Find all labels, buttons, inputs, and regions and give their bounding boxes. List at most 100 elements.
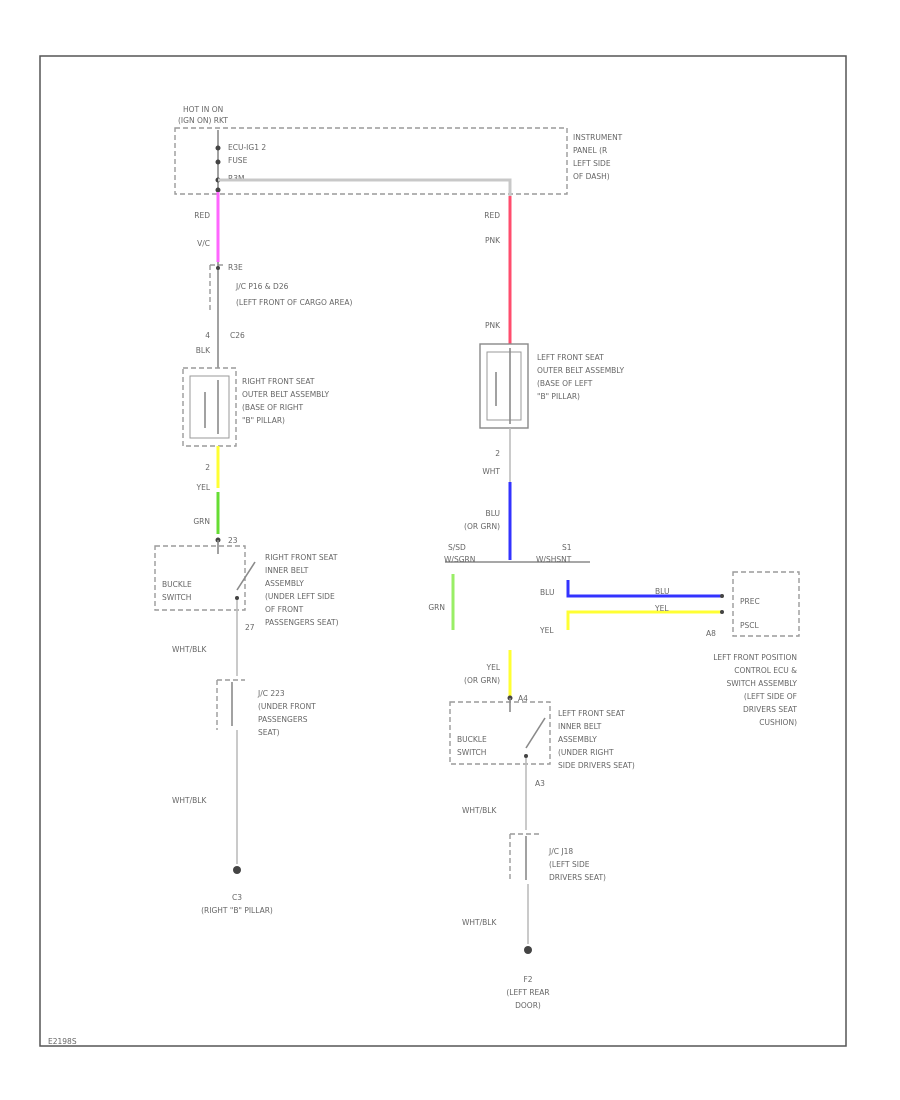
svg-text:LEFT FRONT SEAT: LEFT FRONT SEAT: [558, 709, 625, 718]
rfi-switch-arm: [236, 561, 256, 591]
ground-c3-icon: [233, 866, 241, 874]
pnk-label-1: PNK: [485, 236, 501, 245]
svg-text:LEFT FRONT SEAT: LEFT FRONT SEAT: [537, 353, 604, 362]
svg-text:INNER BELT: INNER BELT: [265, 566, 309, 575]
hot-sublabel: (IGN ON) RKT: [178, 116, 228, 125]
svg-text:SWITCH: SWITCH: [162, 593, 191, 602]
or-grn-label-2: (OR GRN): [464, 676, 500, 685]
svg-text:(LEFT REAR: (LEFT REAR: [506, 988, 549, 997]
svg-text:ASSEMBLY: ASSEMBLY: [265, 579, 304, 588]
ecu-connector-a8: A8: [706, 629, 716, 638]
wht-blk-label-4: WHT/BLK: [462, 918, 497, 927]
jc-p16-node: [216, 266, 220, 270]
pin-2b: 2: [495, 449, 500, 458]
svg-text:OF FRONT: OF FRONT: [265, 605, 304, 614]
svg-text:SIDE DRIVERS SEAT): SIDE DRIVERS SEAT): [558, 761, 635, 770]
ecu-pin-node-2: [720, 610, 724, 614]
grn-label-right: GRN: [428, 603, 445, 612]
wht-blk-label-3: WHT/BLK: [462, 806, 497, 815]
fuse-label: FUSE: [228, 156, 248, 165]
svg-text:"B" PILLAR): "B" PILLAR): [537, 392, 580, 401]
instrument-bus-wire: [218, 178, 512, 196]
jcj18-label: J/C J18 (LEFT SIDE DRIVERS SEAT): [548, 847, 606, 882]
svg-text:DRIVERS SEAT: DRIVERS SEAT: [743, 705, 797, 714]
svg-text:SEAT): SEAT): [258, 728, 280, 737]
svg-text:(UNDER LEFT SIDE: (UNDER LEFT SIDE: [265, 592, 335, 601]
ground-f2-id: F2: [523, 975, 532, 984]
svg-text:OF DASH): OF DASH): [573, 172, 610, 181]
lfi-label: LEFT FRONT SEAT INNER BELT ASSEMBLY (UND…: [558, 709, 635, 770]
ecu-pin-presc: PREC: [740, 597, 760, 606]
c26-label: C26: [230, 331, 245, 340]
grn-label: GRN: [193, 517, 210, 526]
pin-4: 4: [205, 331, 210, 340]
yel-label: YEL: [196, 483, 211, 492]
rfo-label: RIGHT FRONT SEAT OUTER BELT ASSEMBLY (BA…: [242, 377, 329, 425]
ecu-pin-node-1: [720, 594, 724, 598]
jcj18-box: [509, 833, 540, 882]
jc223-label: J/C 223 (UNDER FRONT PASSENGERS SEAT): [257, 689, 316, 737]
hot-label: HOT IN ON: [183, 105, 223, 114]
or-grn-label: (OR GRN): [464, 522, 500, 531]
vc-label: V/C: [197, 239, 210, 248]
fuse-node-mid: [215, 159, 221, 165]
buckle-switch-left-label: BUCKLE SWITCH: [162, 580, 192, 602]
blu-ecu-wire: [566, 580, 722, 598]
rfo-inner: [189, 375, 230, 439]
wht-label: WHT: [482, 467, 500, 476]
svg-text:RIGHT FRONT SEAT: RIGHT FRONT SEAT: [242, 377, 315, 386]
svg-text:(UNDER FRONT: (UNDER FRONT: [258, 702, 316, 711]
svg-text:CONTROL ECU &: CONTROL ECU &: [734, 666, 797, 675]
blu-pin: BLU: [655, 587, 669, 596]
svg-text:DRIVERS SEAT): DRIVERS SEAT): [549, 873, 606, 882]
signal-right: S1: [562, 543, 572, 552]
svg-text:LEFT FRONT POSITION: LEFT FRONT POSITION: [713, 653, 797, 662]
svg-text:PASSENGERS SEAT): PASSENGERS SEAT): [265, 618, 339, 627]
pnk-label-2: PNK: [485, 321, 501, 330]
ground-f2-icon: [524, 946, 532, 954]
blu-label-right: BLU: [540, 588, 554, 597]
yel-pin: YEL: [654, 604, 669, 613]
svg-text:OUTER BELT ASSEMBLY: OUTER BELT ASSEMBLY: [242, 390, 329, 399]
yel-label-right: YEL: [539, 626, 554, 635]
buckle-switch-right-box: [449, 701, 551, 765]
signal-right-sub: W/SHSNT: [536, 555, 572, 564]
ecu-label: LEFT FRONT POSITION CONTROL ECU & SWITCH…: [713, 653, 797, 727]
wht-blk-label-2: WHT/BLK: [172, 796, 207, 805]
svg-text:SWITCH ASSEMBLY: SWITCH ASSEMBLY: [726, 679, 797, 688]
signal-left: S/SD: [448, 543, 466, 552]
instrument-panel-label: INSTRUMENT PANEL (R LEFT SIDE OF DASH): [573, 133, 623, 181]
blu-label: BLU: [486, 509, 500, 518]
svg-text:OUTER BELT ASSEMBLY: OUTER BELT ASSEMBLY: [537, 366, 624, 375]
ecu-pin-presl: PSCL: [740, 621, 760, 630]
jc-p16-location: (LEFT FRONT OF CARGO AREA): [236, 298, 352, 307]
yel-ecu-wire: [566, 610, 722, 630]
fuse-node-out: [215, 187, 221, 193]
svg-text:PASSENGERS: PASSENGERS: [258, 715, 308, 724]
svg-text:BUCKLE: BUCKLE: [162, 580, 192, 589]
blk-label: BLK: [196, 346, 211, 355]
svg-text:(BASE OF LEFT: (BASE OF LEFT: [537, 379, 593, 388]
svg-text:CUSHION): CUSHION): [759, 718, 797, 727]
pin-23: 23: [228, 536, 238, 545]
wht-blk-label-1: WHT/BLK: [172, 645, 207, 654]
jc-p16-name: J/C P16 & D26: [235, 282, 289, 291]
pin-2a: 2: [205, 463, 210, 472]
svg-text:BUCKLE: BUCKLE: [457, 735, 487, 744]
buckle-switch-right-label: BUCKLE SWITCH: [457, 735, 487, 757]
lfi-node: [524, 754, 528, 758]
pin-27: 27: [245, 623, 255, 632]
instrument-panel-box: [174, 127, 568, 195]
jc223-box: [216, 679, 245, 730]
svg-text:INNER BELT: INNER BELT: [558, 722, 602, 731]
svg-text:INSTRUMENT: INSTRUMENT: [573, 133, 623, 142]
lfo-label: LEFT FRONT SEAT OUTER BELT ASSEMBLY (BAS…: [537, 353, 624, 401]
red-label-right: RED: [484, 211, 500, 220]
svg-text:PANEL (R: PANEL (R: [573, 146, 607, 155]
lfi-switch-arm: [525, 717, 546, 749]
yel-label-3: YEL: [486, 663, 501, 672]
svg-text:J/C 223: J/C 223: [257, 689, 285, 698]
svg-text:SWITCH: SWITCH: [457, 748, 486, 757]
lfo-inner: [486, 351, 522, 421]
red-label-left: RED: [194, 211, 210, 220]
